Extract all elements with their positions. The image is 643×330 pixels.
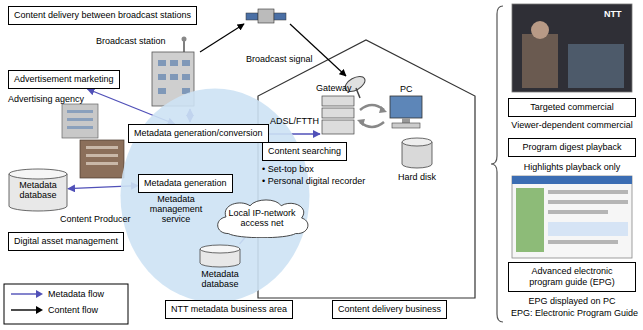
process-box: Metadata generation xyxy=(138,174,233,193)
content-flow-arrow xyxy=(290,24,346,76)
node-text: Metadata database xyxy=(8,180,68,200)
legend-arrowhead xyxy=(36,306,43,314)
process-box: Metadata generation/conversion xyxy=(128,124,269,143)
area-box: NTT metadata business area xyxy=(165,300,293,319)
node-text: Metadata generation xyxy=(144,178,227,189)
label: Broadcast station xyxy=(96,36,166,46)
database-cylinder: Metadata database xyxy=(185,244,255,289)
label: Gateway xyxy=(316,83,352,93)
label: Content Producer xyxy=(60,214,131,224)
cylinder-body xyxy=(9,174,67,211)
legend-arrowhead xyxy=(36,290,43,298)
label: NTT xyxy=(604,9,622,19)
label: • Personal digital recorder xyxy=(262,176,365,186)
legend-text: Content flow xyxy=(48,305,98,315)
node-text: Content delivery business xyxy=(338,304,441,315)
node-text: Metadata management service xyxy=(138,194,214,224)
process-box: Content searching xyxy=(262,142,347,161)
legend-item: Content flow xyxy=(10,305,98,315)
process-box: Advertisement marketing xyxy=(8,70,120,89)
node-text: Content searching xyxy=(268,146,341,157)
label: Advertising agency xyxy=(8,94,84,104)
node-text: Metadata generation/conversion xyxy=(134,128,263,139)
legend-line-sample xyxy=(10,289,44,299)
content-flow-arrow xyxy=(200,24,244,52)
label: EPG: Electronic Program Guide xyxy=(490,308,638,318)
node-text: NTT metadata business area xyxy=(171,304,287,315)
database-cylinder: Metadata database xyxy=(8,168,68,212)
legend-line xyxy=(11,309,37,310)
cylinder-shape xyxy=(199,244,241,268)
label: Hard disk xyxy=(398,172,436,182)
pc-icon xyxy=(390,96,422,128)
cylinder-top xyxy=(9,169,67,179)
label: Viewer-dependent commercial xyxy=(498,120,643,130)
legend-item: Metadata flow xyxy=(10,289,104,299)
epg-screenshot xyxy=(512,176,632,258)
agency-building-icon xyxy=(62,104,98,138)
satellite-icon xyxy=(246,9,286,23)
producer-building-icon xyxy=(80,140,124,178)
tv-screenshot xyxy=(512,4,632,92)
service-box: Advanced electronic program guide (EPG) xyxy=(508,262,636,292)
hard-disk-icon xyxy=(402,138,432,168)
label: • Set-top box xyxy=(262,164,314,174)
process-box: Digital asset management xyxy=(8,232,124,251)
legend-text: Metadata flow xyxy=(48,289,104,299)
label: Highlights playback only xyxy=(498,162,643,172)
cylinder-top xyxy=(200,245,240,253)
legend-line xyxy=(11,293,37,294)
bracket xyxy=(491,6,503,322)
node-text: Advanced electronic program guide (EPG) xyxy=(514,266,630,288)
node-text: Digital asset management xyxy=(14,236,118,247)
network-cloud: Local IP-network access net xyxy=(214,198,310,238)
node-text: Local IP-network access net xyxy=(214,208,310,228)
process-box: Content delivery between broadcast stati… xyxy=(8,6,197,25)
service-box: Targeted commercial xyxy=(508,98,636,117)
legend-frame xyxy=(4,284,128,324)
node-text: Advertisement marketing xyxy=(14,74,114,85)
label: ADSL/FTTH xyxy=(270,116,319,126)
node-text: Targeted commercial xyxy=(514,102,630,113)
node-text: Content delivery between broadcast stati… xyxy=(14,10,191,21)
node-text: Metadata database xyxy=(185,269,255,289)
service-box: Program digest playback xyxy=(508,138,636,157)
label: PC xyxy=(400,84,413,94)
sync-arrows xyxy=(357,105,387,127)
gateway-icon xyxy=(322,96,354,134)
area-box: Content delivery business xyxy=(332,300,447,319)
label: Broadcast signal xyxy=(246,54,313,64)
legend-line-sample xyxy=(10,305,44,315)
node-text: Program digest playback xyxy=(514,142,630,153)
label: EPG displayed on PC xyxy=(498,296,643,306)
